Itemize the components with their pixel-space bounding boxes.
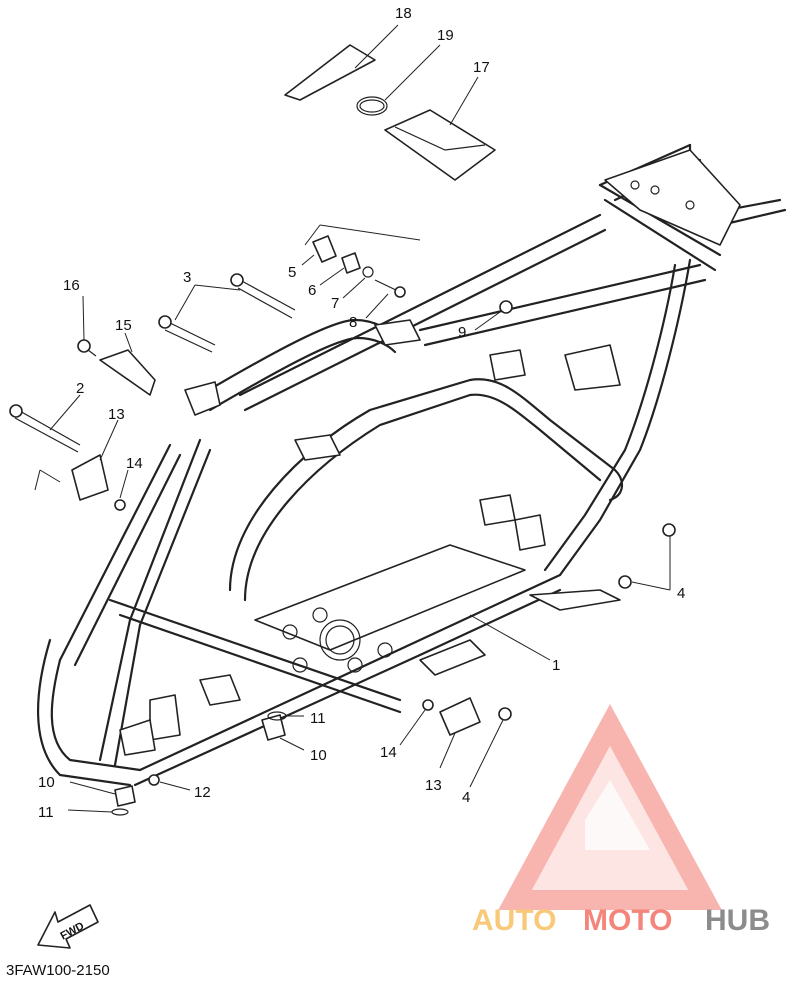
part-15-bracket [99,349,156,396]
callout-16: 16 [63,277,80,294]
part-14-bolt-right [422,699,434,711]
brand-moto: MOTO [583,904,672,937]
part-code: 3FAW100-2150 [6,962,110,979]
frame-assembly [36,143,787,787]
callout-11b: 11 [38,804,54,821]
part-4-nut-a [662,523,676,537]
callout-9: 9 [458,324,466,341]
callout-7: 7 [331,295,339,312]
callout-10a: 10 [310,747,327,764]
callout-14a: 14 [126,455,143,472]
callout-13a: 13 [108,406,125,423]
callout-3: 3 [183,269,191,286]
callout-1: 1 [552,657,560,674]
callout-10b: 10 [38,774,55,791]
callout-12: 12 [194,784,211,801]
callout-6: 6 [308,282,316,299]
part-7-washer [362,266,374,278]
part-5-collar [312,235,337,263]
callout-17: 17 [473,59,490,76]
part-3-bolt-lower [164,321,216,353]
part-9-nut [499,300,513,314]
leader-lines [34,24,671,813]
part-13-plate-left [71,454,109,501]
part-17-pouch [384,109,496,181]
part-4-nut-b [618,575,632,589]
watermark-brand: AUTO MOTO HUB [472,904,770,937]
callout-4b: 4 [462,789,470,806]
part-18-cover [284,44,376,101]
callout-8: 8 [349,314,357,331]
part-10-damper-left [114,785,136,807]
callout-5: 5 [288,264,296,281]
part-3-bolt-upper [237,279,296,319]
callout-4a: 4 [677,585,685,602]
callout-11a: 11 [310,710,326,727]
callout-labels: 1 2 3 4 4 4 5 6 7 8 9 10 10 11 11 12 13 … [38,5,685,821]
part-11-washer-left [111,808,129,816]
part-19-o-ring [356,96,388,116]
fwd-arrow-icon: FWD [37,904,99,949]
watermark-logo-icon [498,704,722,910]
part-10-damper-right [261,714,286,741]
part-6-collar [341,252,361,274]
part-4-nut-c [498,707,512,721]
brand-hub: HUB [705,904,770,937]
callout-18: 18 [395,5,412,22]
part-12-bolt [148,774,160,786]
brand-auto: AUTO [472,904,556,937]
callout-2: 2 [76,380,84,397]
part-14-bolt-left [114,499,126,511]
callout-14b: 14 [380,744,397,761]
part-2-bolt [14,409,81,453]
callout-15: 15 [115,317,132,334]
part-13-plate-right [439,697,481,736]
callout-19: 19 [437,27,454,44]
callout-13b: 13 [425,777,442,794]
